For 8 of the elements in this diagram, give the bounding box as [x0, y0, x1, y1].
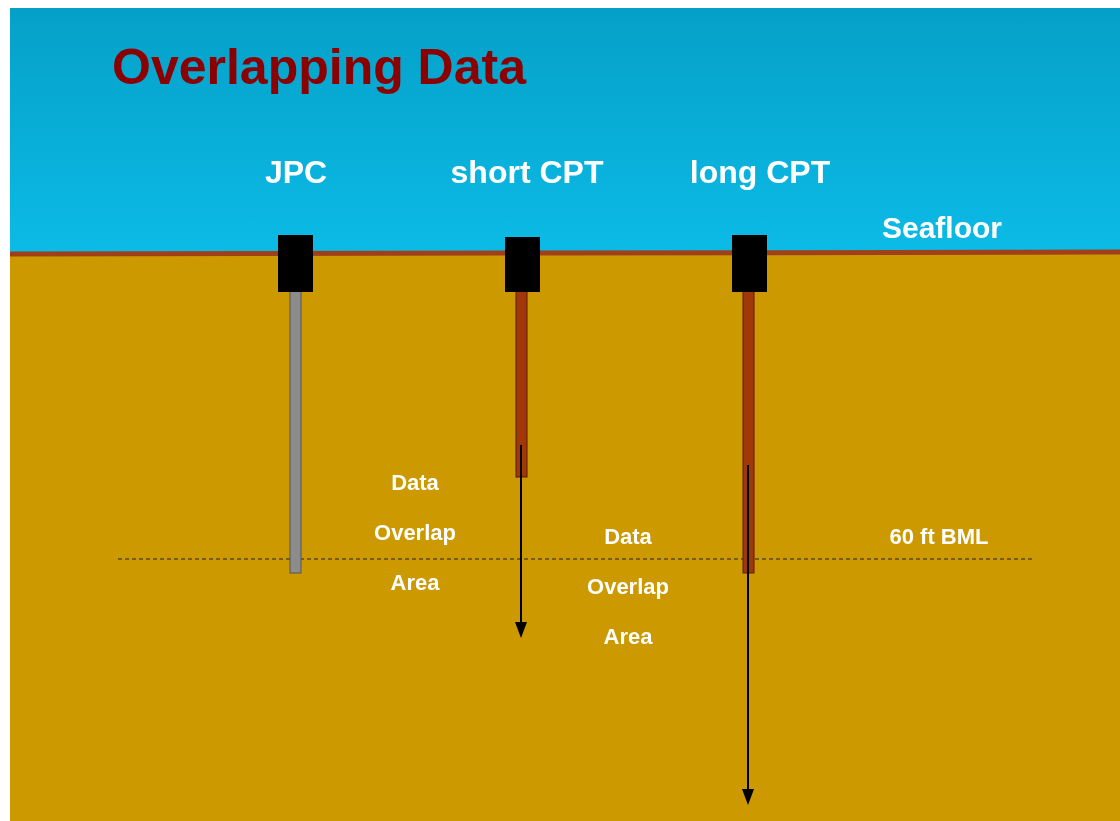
area-label: Data Overlap Area	[586, 523, 670, 651]
probe-label: short CPT	[449, 153, 605, 192]
area-label: Data Overlap Area	[373, 469, 457, 597]
probe-label: JPC	[263, 153, 329, 192]
probe-label: long CPT	[688, 153, 832, 192]
seafloor-label: Seafloor	[881, 210, 1003, 246]
title: Overlapping Data	[112, 38, 526, 96]
depth-label: 60 ft BML	[888, 523, 990, 551]
